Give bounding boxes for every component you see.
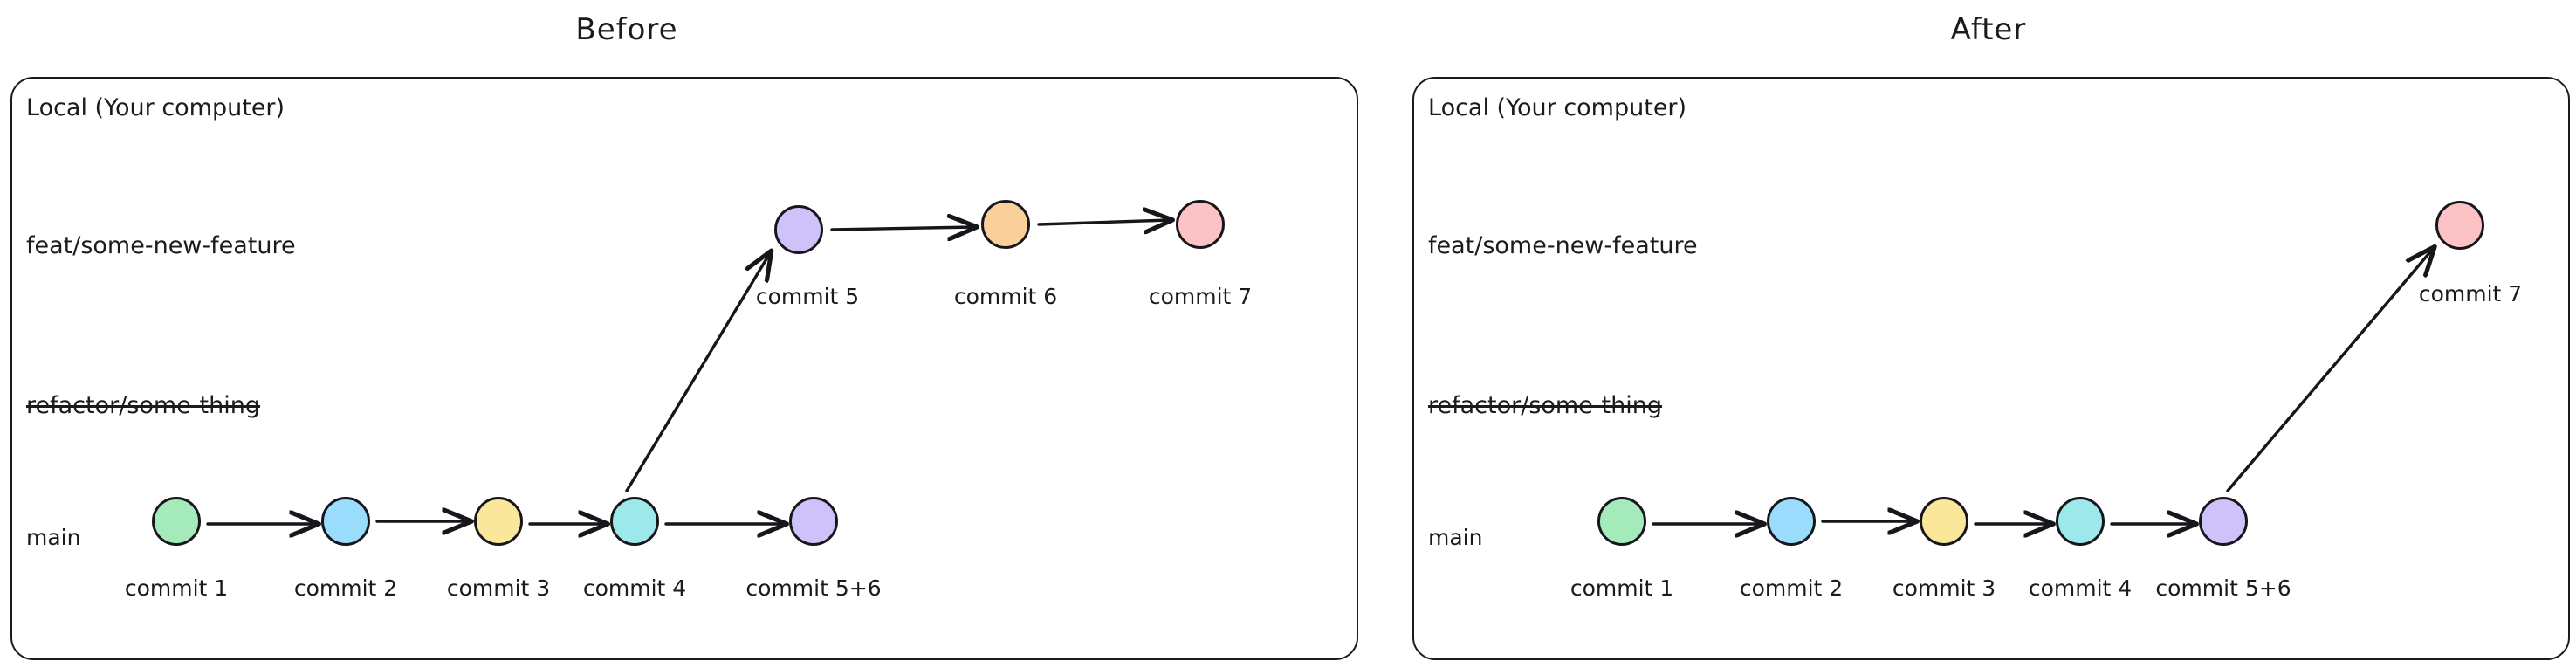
commit-caption-after-c3: commit 3 [1892, 575, 1996, 601]
commit-caption-before-c1: commit 1 [124, 575, 229, 601]
commit-caption-before-c6: commit 6 [953, 284, 1058, 309]
commit-node-after-c7[interactable] [2435, 201, 2484, 250]
branch-label-refactor-before: refactor/some-thing [26, 392, 261, 419]
commit-caption-before-c4: commit 4 [582, 575, 687, 601]
commit-node-after-c1[interactable] [1597, 497, 1646, 546]
commit-node-before-c7[interactable] [1176, 200, 1225, 249]
commit-node-before-c56[interactable] [789, 497, 838, 546]
panel-before [10, 77, 1358, 660]
commit-caption-before-c5: commit 5 [755, 284, 860, 309]
commit-caption-before-c3: commit 3 [446, 575, 551, 601]
branch-label-feature-before: feat/some-new-feature [26, 232, 296, 259]
commit-node-after-c3[interactable] [1920, 497, 1968, 546]
commit-node-before-c5[interactable] [774, 205, 823, 254]
branch-label-main-before: main [26, 525, 81, 550]
commit-node-after-c2[interactable] [1767, 497, 1816, 546]
branch-label-feature-after: feat/some-new-feature [1428, 232, 1698, 259]
commit-caption-after-c1: commit 1 [1570, 575, 1674, 601]
commit-node-after-c4[interactable] [2056, 497, 2105, 546]
commit-node-before-c4[interactable] [610, 497, 659, 546]
commit-caption-after-c56: commit 5+6 [2155, 575, 2291, 601]
commit-caption-after-c7: commit 7 [2418, 281, 2523, 306]
panel-title-before: Before [575, 12, 678, 47]
commit-node-before-c2[interactable] [321, 497, 370, 546]
commit-node-before-c6[interactable] [981, 200, 1030, 249]
container-label-after: Local (Your computer) [1428, 94, 1687, 121]
commit-caption-before-c7: commit 7 [1148, 284, 1253, 309]
commit-node-before-c1[interactable] [152, 497, 201, 546]
container-label-before: Local (Your computer) [26, 94, 285, 121]
branch-label-main-after: main [1428, 525, 1483, 550]
panel-title-after: After [1950, 12, 2027, 47]
panel-after [1412, 77, 2570, 660]
commit-caption-before-c2: commit 2 [293, 575, 398, 601]
commit-caption-after-c2: commit 2 [1739, 575, 1844, 601]
commit-caption-before-c56: commit 5+6 [745, 575, 882, 601]
commit-node-after-c56[interactable] [2199, 497, 2248, 546]
commit-node-before-c3[interactable] [474, 497, 523, 546]
branch-label-refactor-after: refactor/some-thing [1428, 392, 1663, 419]
commit-caption-after-c4: commit 4 [2028, 575, 2133, 601]
